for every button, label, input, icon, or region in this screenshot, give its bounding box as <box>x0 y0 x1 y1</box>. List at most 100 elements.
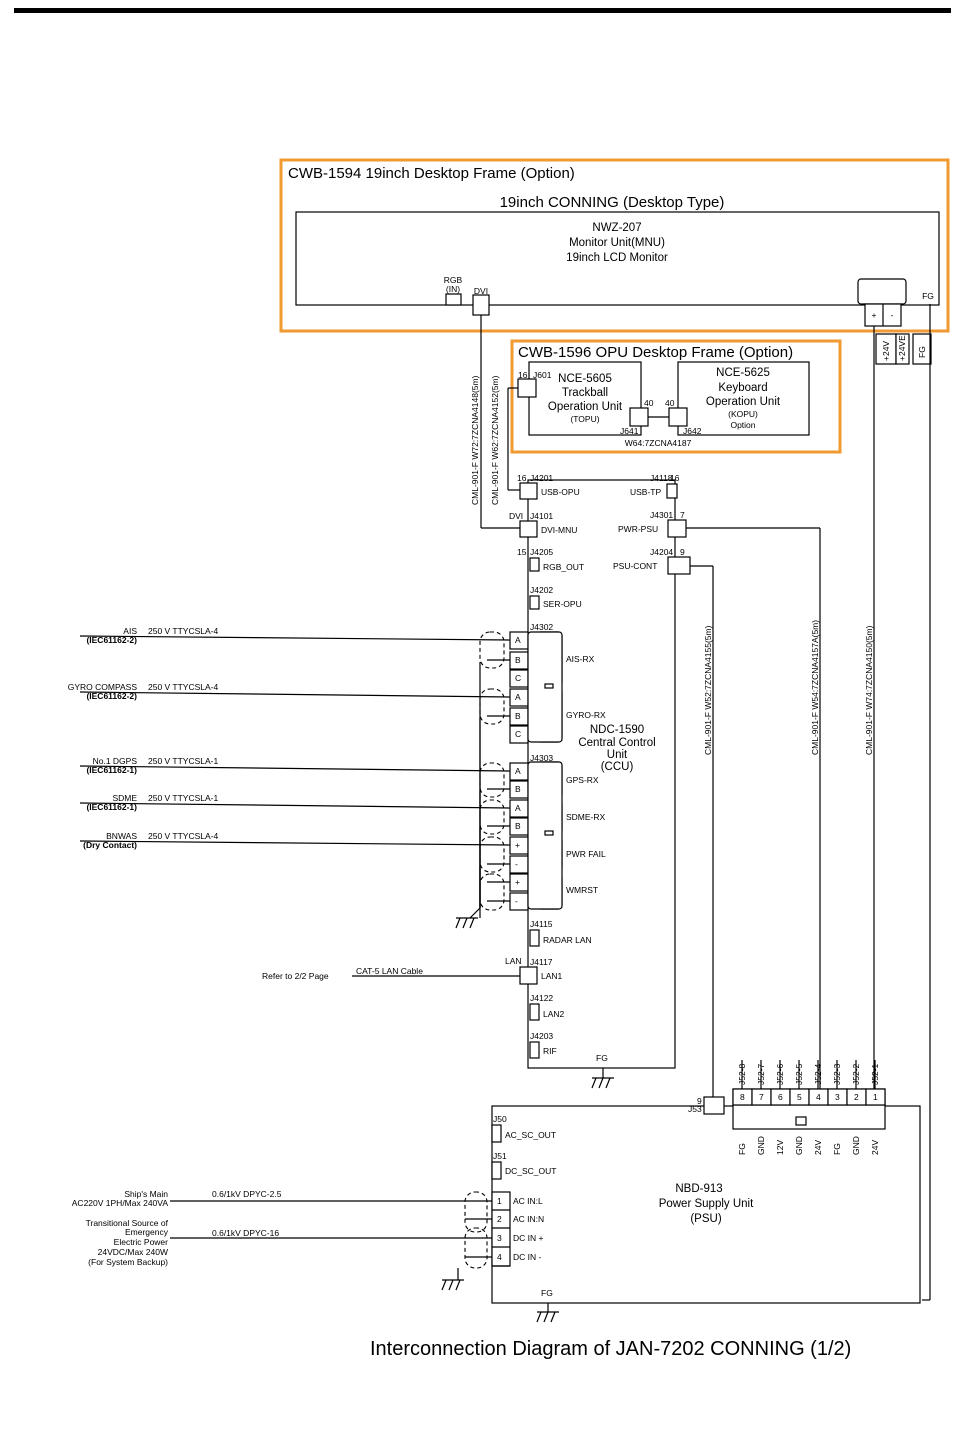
mnu-rgb-in: (IN) <box>446 284 460 294</box>
svg-text:2: 2 <box>497 1214 502 1224</box>
input-source: No.1 DGPS(IEC61162-1)250 V TTYCSLA-1 <box>79 756 511 908</box>
svg-text:RIF: RIF <box>543 1046 557 1056</box>
mnu-dvi-connector <box>472 294 490 316</box>
svg-text:GYRO COMPASS: GYRO COMPASS <box>68 682 138 692</box>
ground-symbol-ccu <box>591 1077 614 1089</box>
power-label-fg <box>912 333 932 365</box>
svg-text:2: 2 <box>854 1092 859 1102</box>
svg-text:FG: FG <box>737 1143 747 1155</box>
psu-j50: J50 <box>493 1114 507 1124</box>
psu-line2: (PSU) <box>690 1213 721 1225</box>
svg-text:5: 5 <box>797 1092 802 1102</box>
svg-text:1: 1 <box>873 1092 878 1102</box>
svg-text:(IEC61162-1): (IEC61162-1) <box>86 765 137 775</box>
mnu-minus: - <box>891 310 894 320</box>
svg-text:A: A <box>515 766 521 776</box>
kopu-line2: Operation Unit <box>706 396 781 408</box>
svg-text:B: B <box>515 784 521 794</box>
ccu-port-dvi-mnu: DVI J4101 DVI-MNU <box>509 511 577 538</box>
ccu-terminal: + <box>509 873 529 892</box>
topu-line3: (TOPU) <box>570 414 599 424</box>
svg-text:7: 7 <box>759 1092 764 1102</box>
power-24v: +24V <box>881 341 891 361</box>
cable-w54: CML-901-F W54:7ZCNA4157A(5m) <box>810 620 820 755</box>
lan-refer-text: Refer to 2/2 Page <box>262 971 329 981</box>
psu-model: NBD-913 <box>675 1183 722 1195</box>
svg-text:PWR-PSU: PWR-PSU <box>618 524 658 534</box>
topu-pin16: 16 <box>518 370 528 380</box>
mains-l2: AC220V 1PH/Max 240VA <box>72 1198 169 1208</box>
svg-text:GYRO-RX: GYRO-RX <box>566 710 606 720</box>
svg-text:FG: FG <box>832 1143 842 1155</box>
lan-cable-label: CAT-5 LAN Cable <box>356 966 423 976</box>
mnu-rgb-label: RGB <box>444 275 463 285</box>
kopu-box <box>677 361 810 436</box>
cable-w72: CML-901-F W72:7ZCNA4148(5m) <box>470 375 480 505</box>
svg-text:RGB_OUT: RGB_OUT <box>543 562 584 572</box>
ccu-port-radar-lan: J4115 RADAR LAN <box>529 919 592 947</box>
power-24ve: +24VE <box>897 335 907 361</box>
svg-text:AC IN:L: AC IN:L <box>513 1196 543 1206</box>
svg-text:WMRST: WMRST <box>566 885 598 895</box>
ccu-port-usb-tp: J4118 16 USB-TP <box>630 473 680 499</box>
ccu-fg: FG <box>596 1053 608 1063</box>
svg-text:250 V TTYCSLA-4: 250 V TTYCSLA-4 <box>148 626 219 636</box>
ccu-terminal: C <box>509 669 529 688</box>
ccu-line2: Unit <box>607 749 628 761</box>
psu-j53-connector <box>703 1096 725 1115</box>
svg-text:A: A <box>515 635 521 645</box>
mnu-name: Monitor Unit(MNU) <box>569 237 665 249</box>
svg-text:15: 15 <box>517 547 527 557</box>
psu-box <box>491 1105 921 1304</box>
svg-text:4: 4 <box>816 1092 821 1102</box>
svg-text:BNWAS: BNWAS <box>106 831 137 841</box>
svg-text:SDME-RX: SDME-RX <box>566 812 606 822</box>
mnu-rgb-connector <box>445 293 462 306</box>
ccu-line1: Central Control <box>578 737 655 749</box>
svg-text:J4117: J4117 <box>530 957 553 967</box>
ccu-port-lan2: J4122 LAN2 <box>529 993 565 1021</box>
svg-text:B: B <box>515 821 521 831</box>
ccu-terminal: B <box>509 707 529 726</box>
kopu-j642: J642 <box>683 426 702 436</box>
psu-j52-connector <box>732 1104 886 1130</box>
psu-j51-label: DC_SC_OUT <box>505 1166 556 1176</box>
svg-text:3: 3 <box>835 1092 840 1102</box>
svg-text:8: 8 <box>740 1092 745 1102</box>
svg-text:-: - <box>515 859 518 869</box>
svg-text:C: C <box>515 729 521 739</box>
frame-cwb1594-title: CWB-1594 19inch Desktop Frame (Option) <box>288 165 575 182</box>
cable-w74: CML-901-F W74:7ZCNA4150(5m) <box>864 625 874 755</box>
kopu-line4: Option <box>730 420 755 430</box>
svg-text:24V: 24V <box>870 1140 880 1155</box>
svg-text:250 V TTYCSLA-4: 250 V TTYCSLA-4 <box>148 682 219 692</box>
kopu-line1: Keyboard <box>718 382 767 394</box>
svg-text:250 V TTYCSLA-1: 250 V TTYCSLA-1 <box>148 793 219 803</box>
ccu-j4302: J4302 <box>530 622 553 632</box>
svg-text:AIS-RX: AIS-RX <box>566 654 595 664</box>
svg-text:AC IN:N: AC IN:N <box>513 1214 544 1224</box>
topu-j601-connector <box>517 378 537 398</box>
ccu-terminal: - <box>509 855 529 874</box>
svg-text:RADAR LAN: RADAR LAN <box>543 935 592 945</box>
power-fg: FG <box>917 346 927 358</box>
svg-text:C: C <box>515 673 521 683</box>
svg-text:(IEC61162-2): (IEC61162-2) <box>86 635 137 645</box>
ccu-port-ser-opu: J4202 SER-OPU <box>529 585 582 610</box>
frame-cwb1594 <box>279 158 950 333</box>
svg-text:LAN1: LAN1 <box>541 971 563 981</box>
kopu-model: NCE-5625 <box>716 367 770 379</box>
ccu-terminal: + <box>509 836 529 855</box>
ground-symbol-inputs <box>455 917 478 929</box>
psu-j50-connector <box>491 1124 502 1143</box>
power-label-24ve <box>895 333 910 365</box>
ccu-terminal: B <box>509 817 529 836</box>
svg-text:USB-OPU: USB-OPU <box>541 487 580 497</box>
psu-j51: J51 <box>493 1151 507 1161</box>
